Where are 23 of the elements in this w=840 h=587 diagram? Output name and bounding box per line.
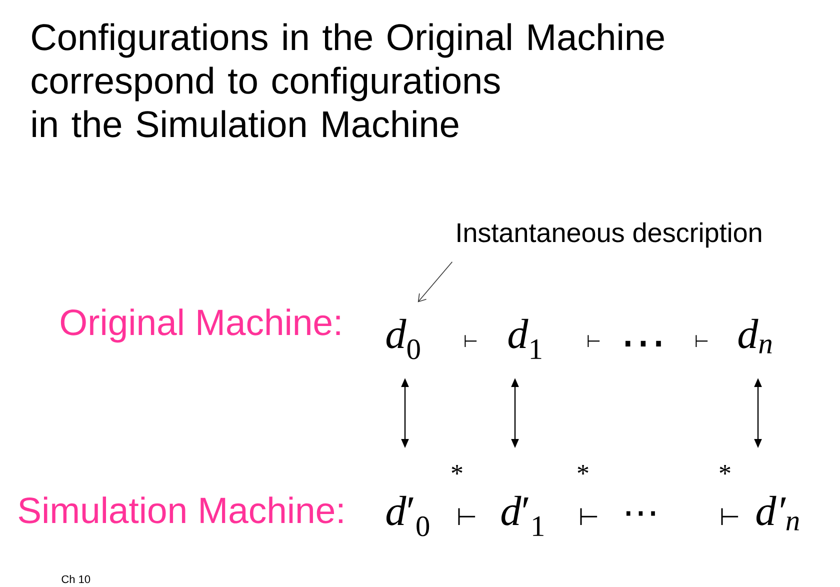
asterisk-mark: *: [578, 464, 588, 474]
row-label: Original Machine:: [60, 308, 340, 343]
ellipsis: ⋯: [626, 340, 661, 347]
math-term: d′$_{1}$: [501, 496, 544, 536]
math-term: d$_{0}$: [386, 318, 420, 360]
turnstile-symbol: ⊢: [721, 508, 738, 525]
asterisk-mark: *: [720, 464, 730, 474]
math-term: d$_{1}$: [508, 318, 542, 359]
leader-line: [418, 261, 453, 302]
title: Configurations in the Original Machine correspond to configurations in the Simulation Machine: [32, 23, 664, 138]
asterisk-mark: *: [452, 464, 462, 474]
ellipsis: ⋯: [626, 511, 655, 516]
math-term: d$_{n}$: [738, 318, 772, 354]
math-term: d′$_{0}$: [386, 496, 430, 536]
turnstile-symbol: ⊢: [458, 508, 476, 525]
annotation-text: Instantaneous description: [458, 222, 762, 248]
turnstile-symbol: ⊢: [696, 335, 708, 347]
row-label: Simulation Machine:: [18, 496, 342, 524]
math-term: d′$_{n}$: [756, 496, 799, 530]
turnstile-symbol: ⊢: [588, 335, 600, 347]
turnstile-symbol: ⊢: [580, 508, 598, 525]
footer-text: Ch 10: [62, 575, 90, 584]
turnstile-symbol: ⊢: [464, 335, 477, 347]
